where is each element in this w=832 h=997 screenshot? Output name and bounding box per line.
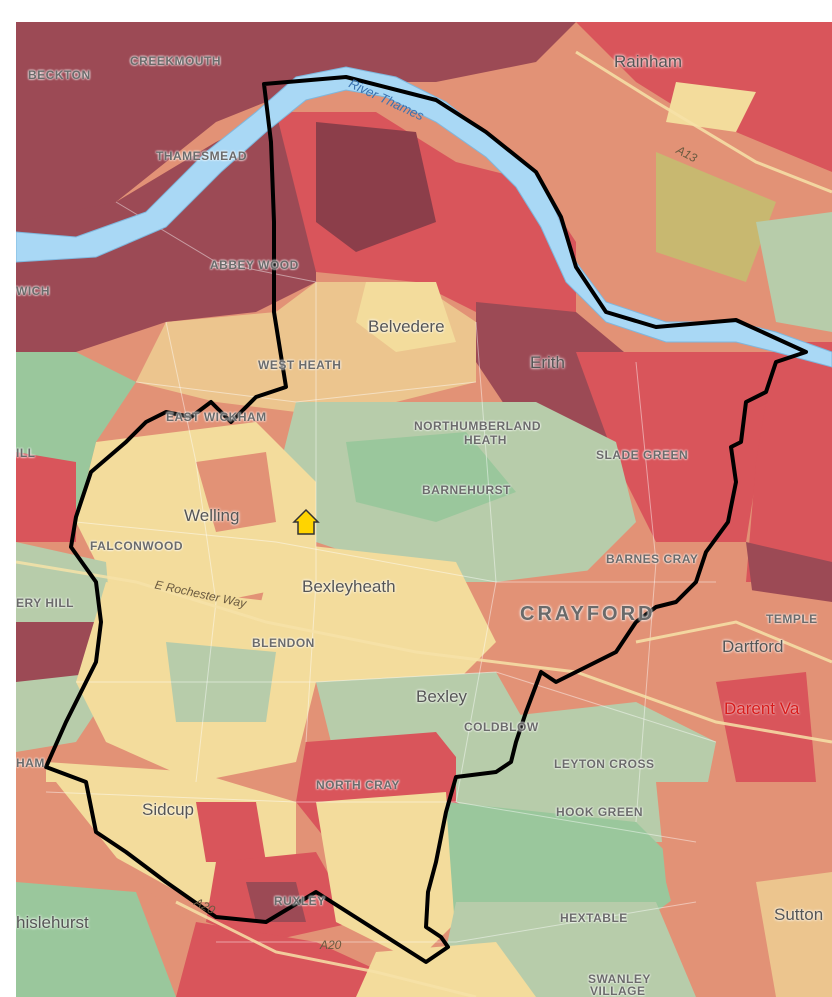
road-a20	[175, 900, 477, 997]
region-belvedere-light	[356, 282, 456, 352]
river-thames	[16, 66, 832, 368]
region-blendon-green	[166, 642, 276, 722]
choropleth-map[interactable]: BECKTON CREEKMOUTH Rainham River Thames …	[16, 22, 832, 997]
region-sutton	[756, 872, 832, 997]
region-abbey-wood-dark	[316, 122, 436, 252]
region-crayford	[496, 562, 716, 702]
home-marker-icon[interactable]	[292, 508, 320, 535]
map-canvas[interactable]	[16, 22, 832, 997]
region-ruxley-dark	[246, 882, 306, 922]
region-south-center-light	[356, 942, 536, 997]
region-welling-orange	[196, 452, 276, 532]
region-rainham-light	[666, 82, 756, 132]
borough-boundary	[44, 75, 808, 964]
region-slade-green	[576, 352, 776, 542]
road-rochester-way	[16, 560, 832, 744]
region-barnehurst-green	[346, 432, 516, 522]
road-a13	[575, 50, 832, 194]
region-leyton-cross	[456, 702, 716, 842]
region-chislehurst	[16, 882, 176, 997]
region-east-edge	[746, 342, 832, 582]
region-thamesmead	[16, 112, 316, 352]
region-bexleyheath	[256, 542, 496, 702]
region-north-bank	[16, 22, 576, 232]
road-a2	[635, 620, 832, 664]
roads	[16, 50, 832, 997]
region-green-east	[756, 212, 832, 332]
region-south-yellow	[316, 792, 456, 962]
region-sidcup-red	[196, 802, 266, 862]
region-west-red	[16, 452, 76, 542]
region-rainham-green	[656, 152, 776, 282]
region-darent	[716, 672, 816, 782]
